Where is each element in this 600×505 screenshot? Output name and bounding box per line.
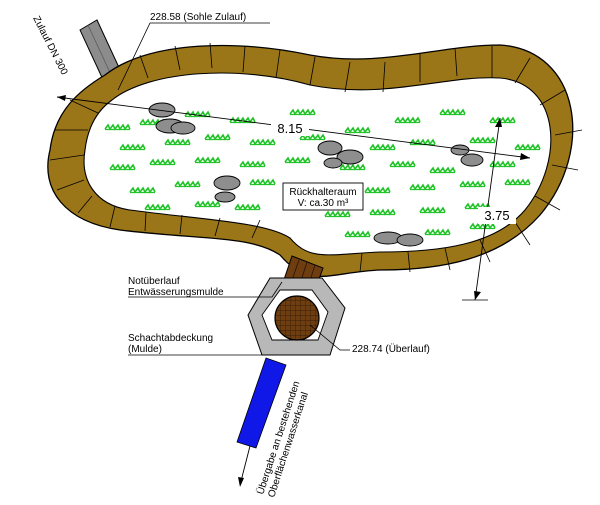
outlet-pipe [236, 357, 287, 487]
embankment-segments [49, 42, 583, 273]
width-dimension: 3.75 [462, 117, 516, 301]
shaft-cover-label-2: (Mulde) [128, 344, 162, 355]
retention-volume: V: ca.30 m³ [298, 198, 349, 209]
width-label: 3.75 [484, 208, 509, 223]
inlet-level-label: 228.58 (Sohle Zulauf) [150, 12, 246, 23]
overflow-label-2: Entwässerungsmulde [128, 287, 224, 298]
overflow-level-label: 228.74 (Überlauf) [352, 343, 430, 355]
retention-title: Rückhalteraum [289, 187, 356, 198]
retention-label-box: Rückhalteraum V: ca.30 m³ [282, 182, 364, 211]
stones [148, 102, 484, 247]
leader-lines [117, 22, 350, 356]
shaft [247, 277, 346, 356]
overflow-label-1: Notüberlauf [128, 276, 180, 287]
inlet-pipe-label: Zulauf DN 300 [30, 14, 69, 77]
shaft-cover-label-1: Schachtabdeckung [128, 333, 213, 344]
length-label: 8.15 [277, 121, 302, 136]
length-dimension: 8.15 [56, 95, 531, 160]
